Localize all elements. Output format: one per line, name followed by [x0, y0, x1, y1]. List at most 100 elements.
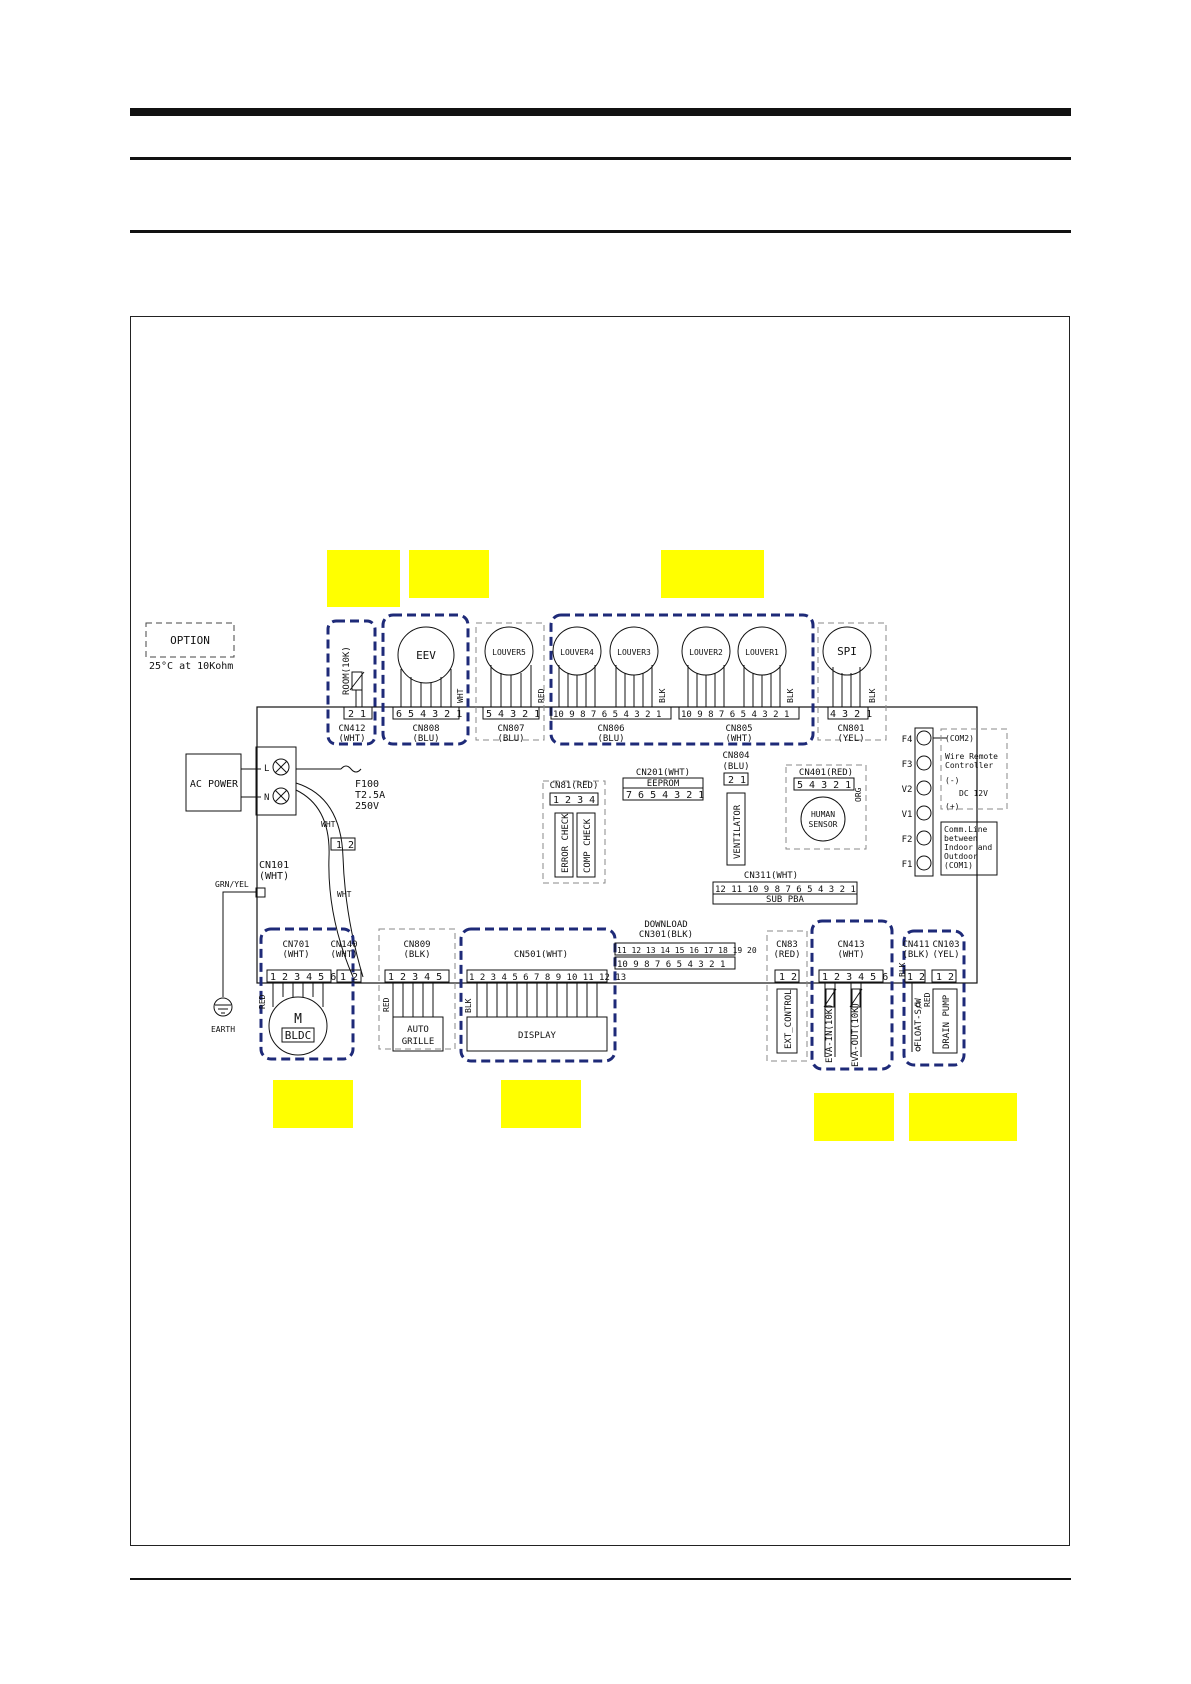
wire-color-label: BLK: [658, 688, 667, 703]
human-sensor-label-b: SENSOR: [809, 820, 838, 829]
highlight-boxes: [273, 550, 1017, 1141]
terminal-n-icon: [272, 787, 290, 805]
louver3-label: LOUVER3: [617, 648, 651, 657]
ac-power-block: AC POWER L N: [185, 746, 297, 816]
cn311-label: SUB PBA: [766, 895, 805, 905]
pin-label: 10 9 8 7 6 5 4 3 2 1: [553, 710, 661, 720]
terminal-label: F1: [902, 860, 913, 870]
header-rule-thick: [130, 108, 1071, 116]
terminal-l-label: L: [264, 764, 269, 774]
spi-motor: SPI BLK 4 3 2 1 CN801 (YEL): [822, 626, 877, 744]
wire-color-label: BLK: [868, 688, 877, 703]
cn809-color: (BLK): [403, 950, 430, 960]
ac-power-label: AC POWER: [190, 779, 239, 790]
comm-line-5: (COM1): [944, 861, 973, 870]
louver5-label: LOUVER5: [492, 648, 526, 657]
cn401-name: CN401(RED): [799, 768, 853, 778]
louver4-label: LOUVER4: [560, 648, 594, 657]
wire-color-label: BLK: [464, 998, 473, 1013]
eev-motor: EEV WHT 6 5 4 3 2 1 CN808 (BLU): [392, 626, 465, 744]
option-note: 25°C at 10Kohm: [149, 661, 233, 672]
highlight-box: [273, 1080, 353, 1128]
screw-terminal-icon: [916, 780, 932, 796]
plus-label: (+): [945, 802, 959, 811]
pin-label: 1 2 3 4: [553, 795, 595, 806]
pin-label: 11 12 13 14 15 16 17 18 19 20: [617, 946, 757, 955]
controller-label: Controller: [945, 761, 993, 770]
cn301-name-b: CN301(BLK): [639, 930, 693, 940]
earth-icon: [213, 997, 233, 1017]
fuse-name: F100: [355, 779, 379, 790]
motor-m-label: M: [294, 1012, 302, 1027]
top-group-outlines: [326, 613, 887, 746]
cn809-name: CN809: [403, 940, 430, 950]
grille-label: GRILLE: [402, 1037, 435, 1047]
cn413-name: CN413: [837, 940, 864, 950]
cn411-name: CN411: [902, 940, 929, 950]
wire-color-label: WHT: [321, 820, 336, 829]
pin-label: 2 1: [348, 709, 366, 720]
cn501-name: CN501(WHT): [514, 950, 568, 960]
highlight-box: [327, 550, 400, 607]
pin-label: 6 5 4 3 2 1: [396, 709, 462, 720]
spi-label: SPI: [837, 645, 857, 658]
cn311-sub-pba: CN311(WHT) 12 11 10 9 8 7 6 5 4 3 2 1 SU…: [712, 871, 858, 905]
cn806-name: CN806: [597, 724, 624, 734]
pin-label: 1 2 3 4 5: [388, 972, 442, 983]
auto-label: AUTO: [407, 1025, 429, 1035]
pcb-wiring-diagram: OPTION 25°C at 10Kohm AC POWER L N F100 …: [145, 550, 1017, 1141]
ext-control-label: EXT_CONTROL: [784, 989, 794, 1049]
pin-label: 7 6 5 4 3 2 1: [626, 790, 704, 801]
cn101-name: CN101: [259, 860, 289, 871]
main-board: [256, 706, 978, 984]
com2-label: (COM2): [945, 734, 974, 743]
pin-label: 1 2: [336, 840, 354, 851]
cn83-ext-control: CN83 (RED) 1 2 EXT_CONTROL: [773, 940, 801, 1054]
screw-terminal-icon: [916, 855, 932, 871]
cn413-color: (WHT): [837, 950, 864, 960]
float-sw-label: FLOAT-S/W: [914, 998, 924, 1047]
louver5-motor: LOUVER5 RED 5 4 3 2 1 CN807 (BLU): [482, 626, 546, 744]
pin-label: 1 2: [907, 972, 925, 983]
cn101-color: (WHT): [259, 871, 289, 882]
human-sensor-label-a: HUMAN: [811, 810, 835, 819]
cn801-color: (YEL): [837, 734, 864, 744]
wire-color-label: RED: [382, 997, 391, 1012]
highlight-box: [409, 550, 489, 598]
pin-label: 5 4 3 2 1: [797, 780, 851, 791]
bottom-dashed-groups: [259, 919, 966, 1071]
cn81-name: CN81(RED): [550, 781, 599, 791]
pin-label: 1 2 3 4 5 6: [270, 972, 336, 983]
cn81-check: CN81(RED) 1 2 3 4 ERROR CHECK COMP CHECK: [542, 780, 606, 884]
cn808-name: CN808: [412, 724, 439, 734]
motor-bldc-label: BLDC: [285, 1029, 312, 1042]
pin-label: 2 1: [728, 775, 746, 786]
cn801-name: CN801: [837, 724, 864, 734]
highlight-box: [501, 1080, 581, 1128]
wire-color-label: WHT: [456, 688, 465, 703]
cn201-eeprom: CN201(WHT) EEPROM 7 6 5 4 3 2 1: [622, 768, 704, 801]
header-rule-bottom: [130, 230, 1071, 233]
screw-terminal-icon: [916, 755, 932, 771]
wire-color-label: ORG: [854, 787, 863, 802]
terminal-l-icon: [272, 758, 290, 776]
header-rule-top: [130, 157, 1071, 160]
grn-yel-label: GRN/YEL: [215, 880, 249, 889]
comm-line-3: Indoor and: [944, 843, 992, 852]
cn411-color: (BLK): [902, 950, 929, 960]
fuse-rating: T2.5A: [355, 790, 385, 801]
dc-label: DC 12V: [959, 789, 988, 798]
cn807-color: (BLU): [497, 734, 524, 744]
cn807-name: CN807: [497, 724, 524, 734]
footer-rule: [130, 1578, 1071, 1580]
comm-line-1: Comm.Line: [944, 825, 988, 834]
cn808-color: (BLU): [412, 734, 439, 744]
cn103-name: CN103: [932, 940, 959, 950]
cn501-display: CN501(WHT) 1 2 3 4 5 6 7 8 9 10 11 12 13…: [464, 950, 626, 1052]
cn103-color: (YEL): [932, 950, 959, 960]
louver2-1-motors: LOUVER2 LOUVER1 BLK 10 9 8 7 6 5 4 3 2 1…: [678, 626, 800, 744]
pin-label: 1 2: [340, 972, 358, 983]
wire-color-label: RED: [537, 688, 546, 703]
comm-line-2: between: [944, 834, 978, 843]
